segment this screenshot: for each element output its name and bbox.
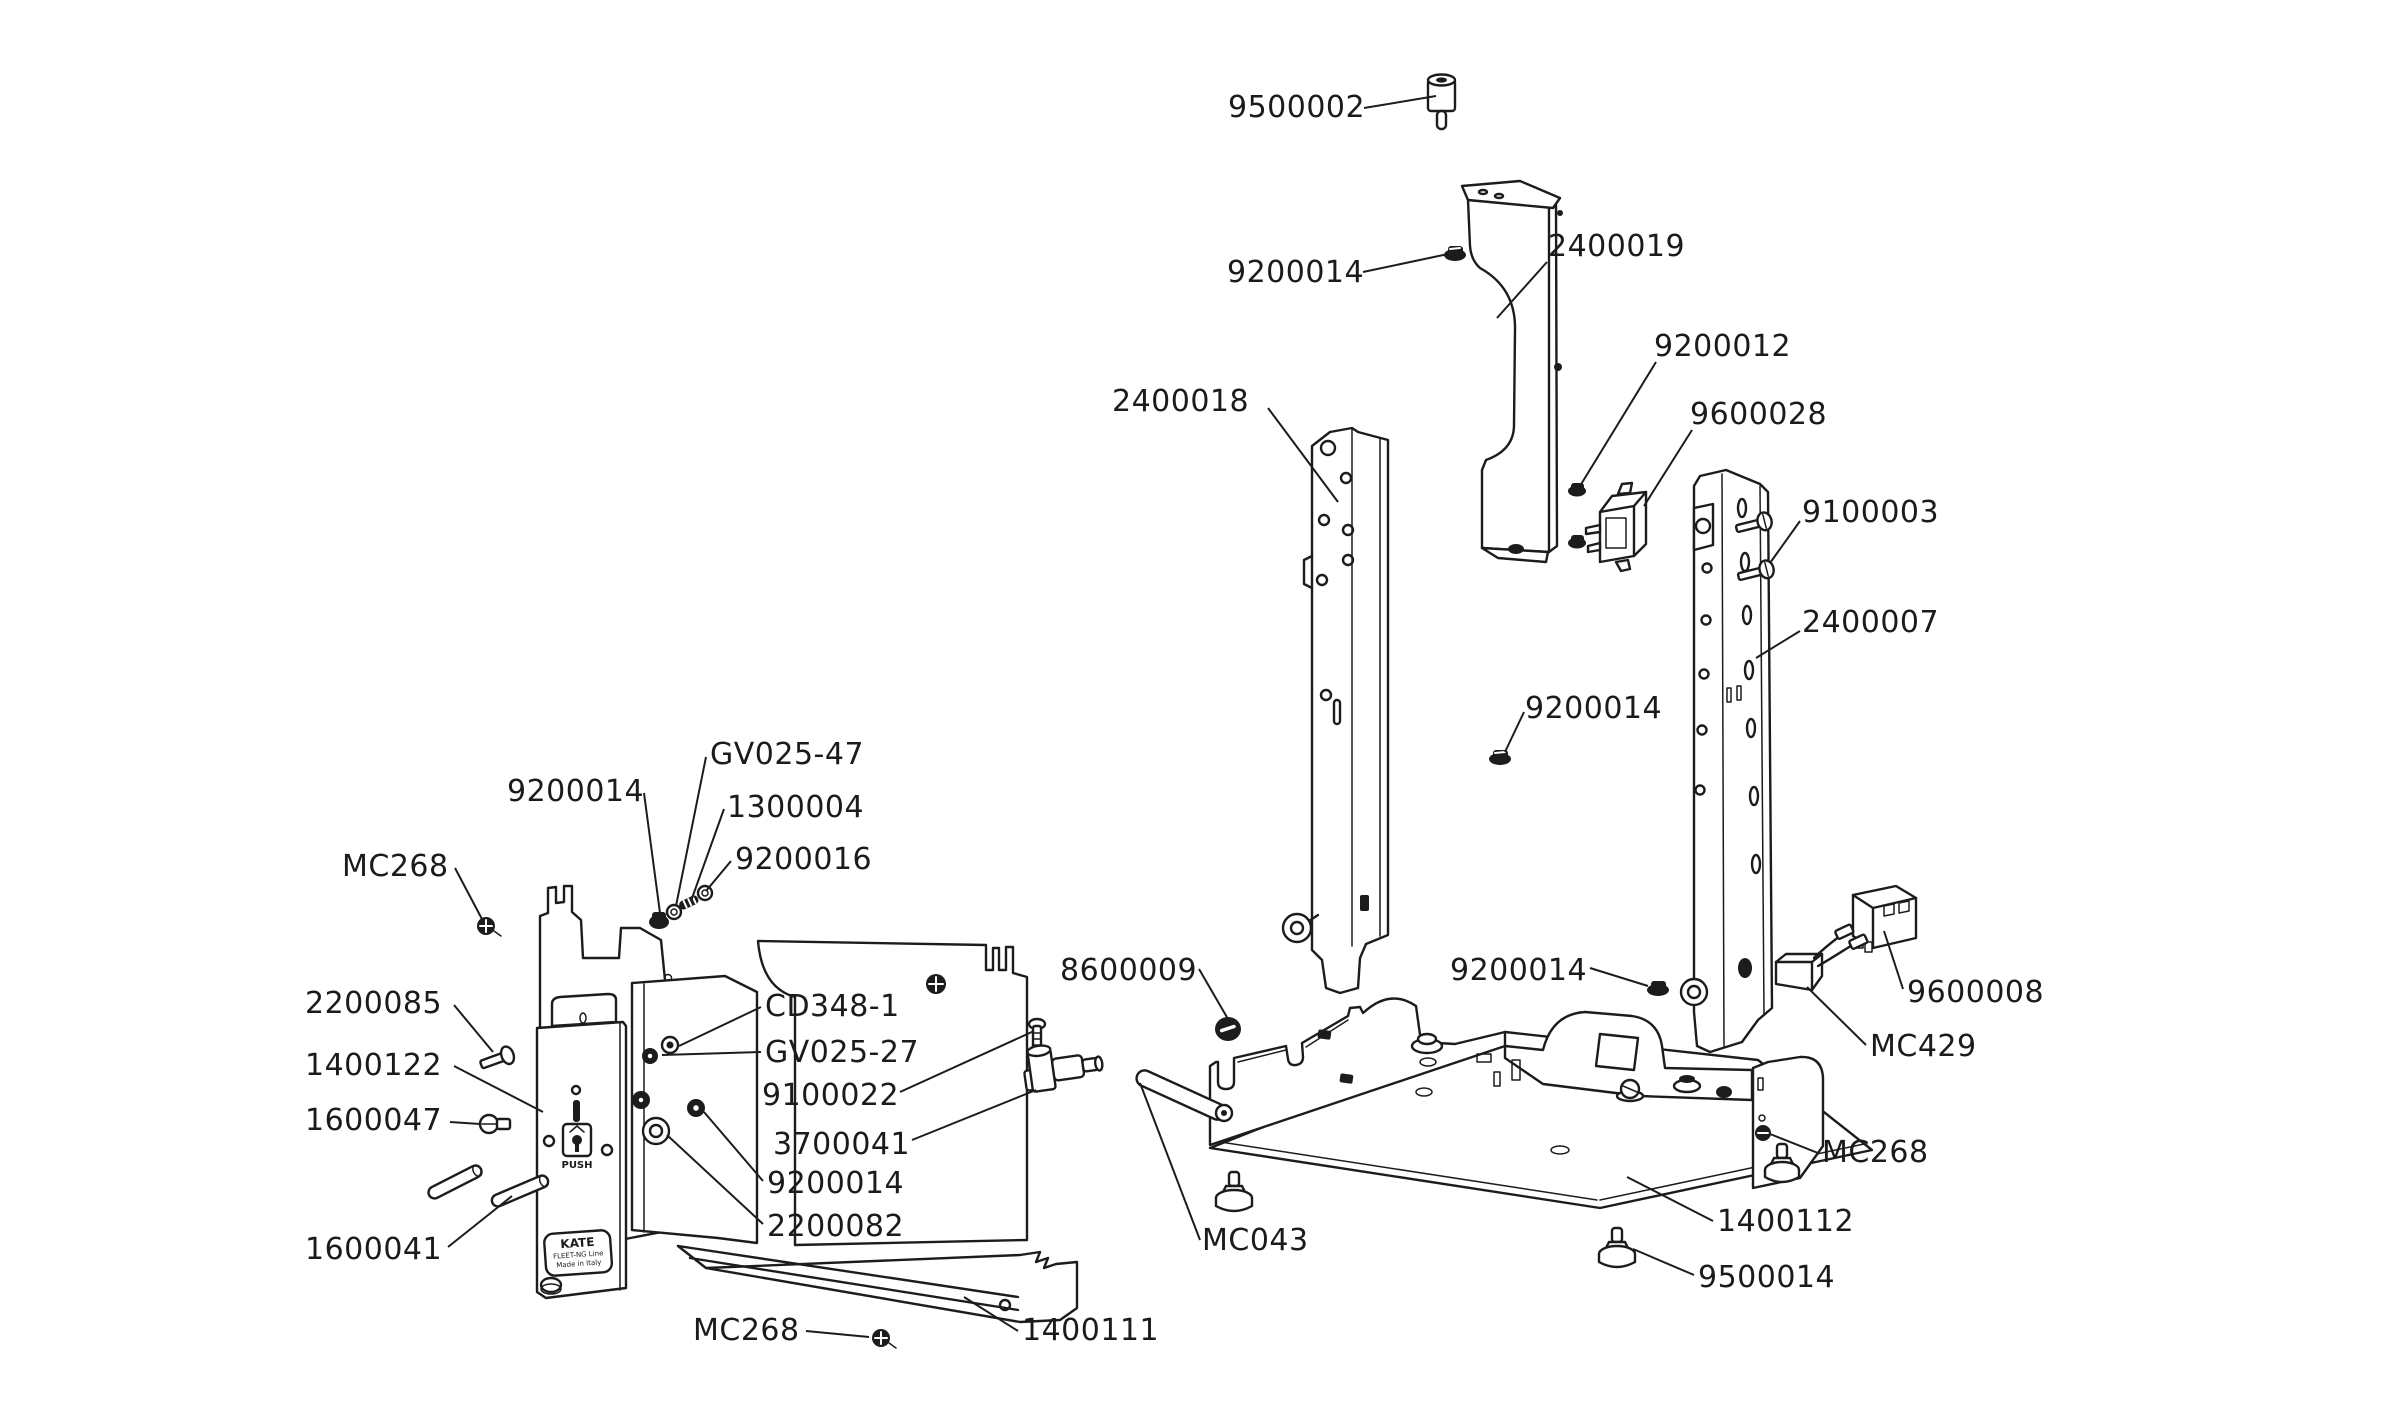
part-label-3700041: 3700041 xyxy=(773,1127,911,1162)
part-label-9100003: 9100003 xyxy=(1802,495,1940,530)
part-label-2200085: 2200085 xyxy=(305,986,443,1021)
part-label-1400122: 1400122 xyxy=(305,1048,443,1083)
part-label-9200014-left: 9200014 xyxy=(507,774,645,809)
part-grommet-8600009 xyxy=(1215,1017,1241,1041)
part-connector-9600028 xyxy=(1584,481,1648,573)
part-label-gv025-47: GV025-47 xyxy=(710,737,865,772)
part-washer-gv025-47 xyxy=(665,903,683,921)
part-bushing-2200082 xyxy=(641,1116,671,1146)
part-rail-2400007 xyxy=(1679,468,1774,1054)
part-middle-plate xyxy=(630,974,759,1245)
part-label-9600008: 9600008 xyxy=(1907,975,2045,1010)
svg-text:FLEET-NG Line: FLEET-NG Line xyxy=(553,1249,604,1260)
part-screws-9100003 xyxy=(1734,511,1775,582)
part-label-8600009: 8600009 xyxy=(1060,953,1198,988)
part-fitting-3700041 xyxy=(1023,1044,1104,1093)
part-label-1600047: 1600047 xyxy=(305,1103,443,1138)
part-nut-9200014-middle xyxy=(1489,750,1511,765)
part-main-plate-1400111 xyxy=(676,939,1079,1324)
part-label-2400019: 2400019 xyxy=(1548,229,1686,264)
part-label-9500014: 9500014 xyxy=(1698,1260,1836,1295)
door-rating-plate: KATE FLEET-NG Line Made in Italy xyxy=(543,1229,614,1277)
part-label-1400112: 1400112 xyxy=(1717,1204,1855,1239)
part-nut-9200014-right xyxy=(1647,981,1669,996)
part-nut-9200016 xyxy=(696,884,714,902)
part-screw-1600047 xyxy=(478,1113,512,1135)
part-label-1600041: 1600041 xyxy=(305,1232,443,1267)
svg-text:KATE: KATE xyxy=(560,1235,595,1251)
part-label-cd348-1: CD348-1 xyxy=(765,989,900,1024)
part-label-2400018: 2400018 xyxy=(1112,384,1250,419)
part-screw-2200085 xyxy=(479,1045,516,1070)
part-label-2400007: 2400007 xyxy=(1802,605,1940,640)
part-foot-9500014 xyxy=(1597,1226,1637,1269)
part-label-9200014-right: 9200014 xyxy=(1450,953,1588,988)
part-door-1400122: PUSH KATE FLEET-NG Line Made in Italy xyxy=(535,992,628,1300)
part-label-9100022: 9100022 xyxy=(762,1078,900,1113)
part-label-mc043: MC043 xyxy=(1202,1223,1309,1258)
svg-text:Made in Italy: Made in Italy xyxy=(556,1258,602,1269)
part-foot-left xyxy=(1214,1170,1254,1213)
part-grommet-9200014-left xyxy=(649,912,669,929)
part-label-9200016: 9200016 xyxy=(735,842,873,877)
part-label-1400111: 1400111 xyxy=(1022,1313,1160,1348)
part-label-9200012: 9200012 xyxy=(1654,329,1792,364)
part-screw-mc268-bottom xyxy=(872,1329,897,1349)
part-screw-mc268-left xyxy=(477,917,502,937)
door-push-text: PUSH xyxy=(561,1160,592,1171)
part-label-2200082: 2200082 xyxy=(767,1209,905,1244)
part-hinge-pins-1600041 xyxy=(427,1164,550,1208)
part-foot-mc268-right xyxy=(1763,1142,1801,1184)
part-standoff-9500002 xyxy=(1426,73,1457,131)
part-label-9200014-top: 9200014 xyxy=(1227,255,1365,290)
part-tube-mc043 xyxy=(1135,1069,1234,1123)
part-nut-9200014-top xyxy=(1444,246,1466,261)
part-nuts-9200012 xyxy=(1568,483,1586,549)
leader-lines xyxy=(447,95,1904,1338)
part-label-9200014-middle: 9200014 xyxy=(1525,691,1663,726)
part-label-9600028: 9600028 xyxy=(1690,397,1828,432)
part-label-mc268-right: MC268 xyxy=(1822,1135,1929,1170)
part-label-9500002: 9500002 xyxy=(1228,90,1366,125)
part-label-1300004: 1300004 xyxy=(727,790,865,825)
part-spring-1300004 xyxy=(679,895,699,910)
part-label-mc429: MC429 xyxy=(1870,1029,1977,1064)
part-label-mc268-left: MC268 xyxy=(342,849,449,884)
part-rail-2400018 xyxy=(1281,426,1390,995)
part-cover-2400019 xyxy=(1460,179,1563,564)
part-connector-mc429 xyxy=(1774,923,1869,992)
part-label-9200014-center: 9200014 xyxy=(767,1166,905,1201)
part-label-mc268-bottom: MC268 xyxy=(693,1313,800,1348)
part-label-gv025-27: GV025-27 xyxy=(765,1035,920,1070)
part-base-tray-1400112 xyxy=(1135,981,1874,1269)
keyhole-icon xyxy=(561,1122,593,1158)
